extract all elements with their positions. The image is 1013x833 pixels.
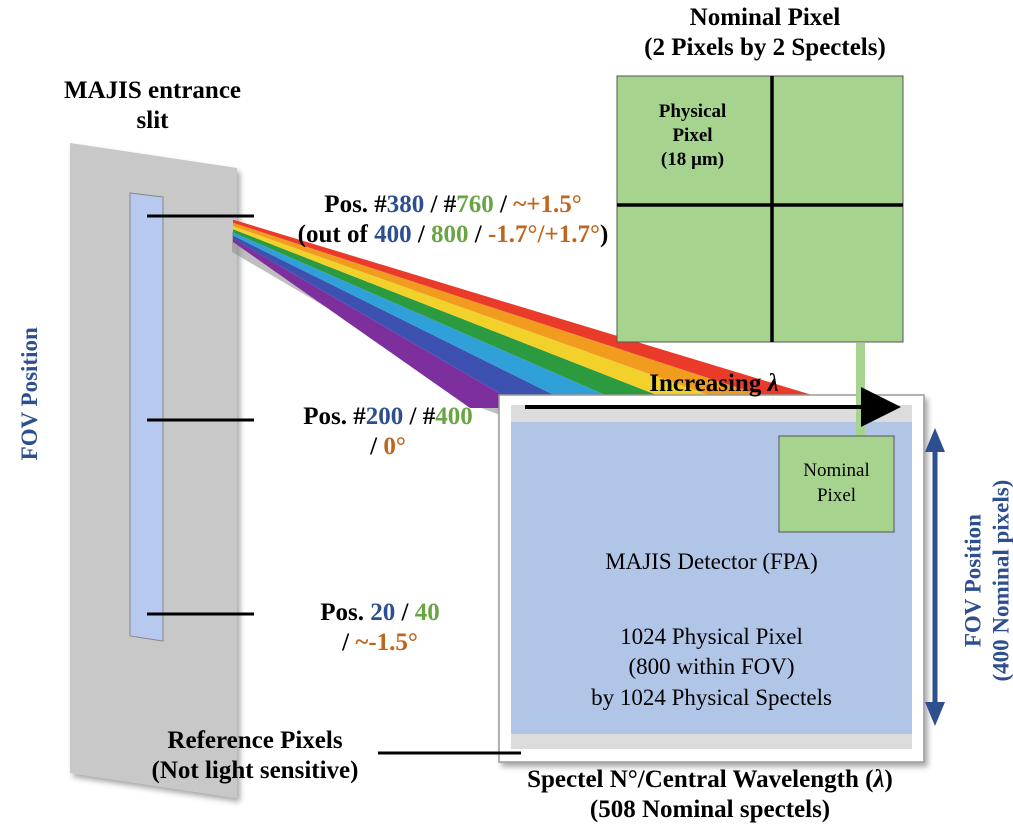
nominal-pixel-title-line2: (2 Pixels by 2 Spectels) — [644, 34, 886, 61]
rainbow-band-green — [233, 229, 690, 408]
spectel-label: Spectel N°/Central Wavelength (λ) (508 N… — [470, 765, 950, 825]
reference-pixels-label: Reference Pixels (Not light sensitive) — [151, 727, 359, 784]
pos-top-angle: ~+1.5° — [513, 191, 582, 218]
position-label-top: Pos. #380 / #760 / ~+1.5° (out of 400 / … — [248, 190, 658, 250]
rainbow-band-cyan — [233, 232, 635, 408]
detector-description: 1024 Physical Pixel (800 within FOV) by … — [591, 624, 832, 710]
slit-window — [129, 192, 164, 642]
pos-top-nominal-index: 380 — [386, 191, 425, 218]
nominal-pixel-title: Nominal Pixel (2 Pixels by 2 Spectels) — [590, 3, 940, 63]
reference-strip-bottom — [511, 734, 912, 749]
fov-double-arrow — [925, 428, 945, 726]
position-bottom-line1: Pos. 20 / 40 — [320, 599, 440, 626]
nominal-pixel-title-line1: Nominal Pixel — [689, 4, 841, 31]
position-middle-line2: / 0° — [370, 433, 406, 460]
position-top-line2: (out of 400 / 800 / -1.7°/+1.7°) — [297, 221, 609, 248]
lambda-symbol: λ — [767, 370, 779, 397]
spectel-line2: (508 Nominal spectels) — [589, 796, 831, 823]
large-nominal-pixel-box — [616, 75, 904, 343]
increasing-lambda-label: Increasing λ — [649, 370, 779, 397]
rainbow-beam — [233, 219, 855, 408]
detector-title: MAJIS Detector (FPA) — [605, 549, 818, 574]
position-label-middle: Pos. #200 / #400 / 0° — [268, 402, 508, 462]
position-bottom-line2: / ~-1.5° — [342, 629, 418, 656]
pos-top-physical-index: 760 — [456, 191, 494, 218]
nominal-pixel-connector — [856, 343, 865, 436]
slit-title: MAJIS entrance slit — [30, 76, 275, 136]
rainbow-band-red — [233, 219, 855, 408]
rainbow-band-violet — [233, 238, 525, 408]
fov-position-left-label: FOV Position — [17, 327, 43, 461]
reference-strip-top — [511, 405, 912, 422]
position-middle-line1: Pos. #200 / #400 — [303, 403, 473, 430]
small-nominal-pixel-label: Nominal Pixel — [803, 460, 870, 506]
position-top-line1: Pos. #380 / #760 / ~+1.5° — [324, 191, 582, 218]
slit-title-line1: MAJIS entrance — [63, 77, 242, 104]
physical-pixel-label: Physical Pixel (18 µm) — [658, 101, 727, 170]
small-nominal-pixel-box — [778, 435, 895, 533]
spectel-line1: Spectel N°/Central Wavelength (λ) — [527, 766, 893, 793]
fov-position-right-label: FOV Position (400 Nominal pixels) — [960, 479, 1013, 682]
slit-title-line2: slit — [136, 107, 169, 134]
position-label-bottom: Pos. 20 / 40 / ~-1.5° — [290, 598, 470, 658]
